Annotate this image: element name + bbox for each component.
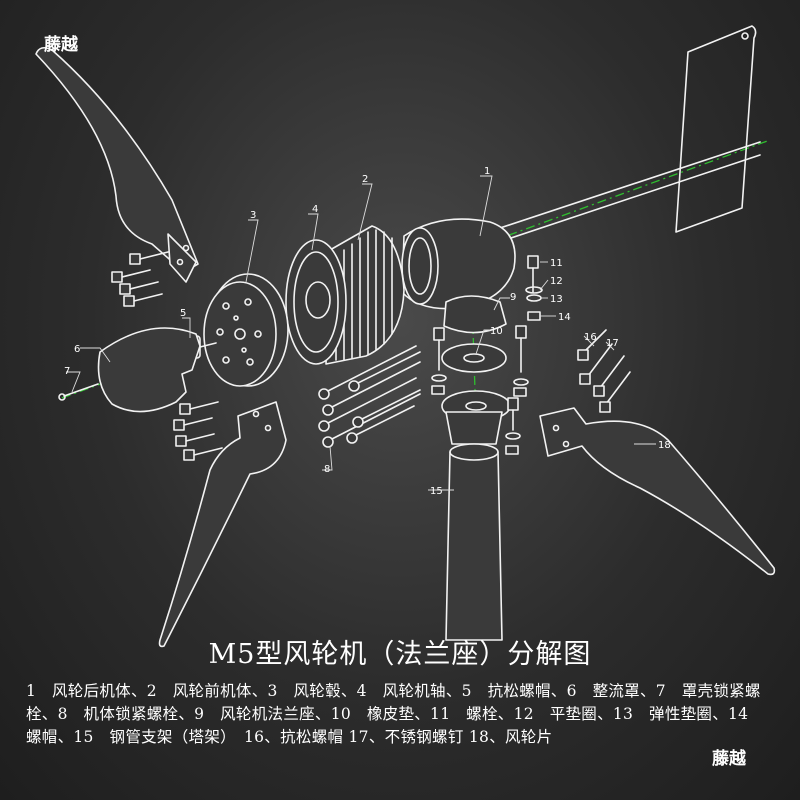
nose-cone: [97, 327, 201, 413]
callout-1: 1: [484, 166, 490, 177]
shaft-ring: [285, 239, 347, 365]
blade-right: [539, 407, 776, 576]
callout-5: 5: [180, 308, 186, 319]
blade-bolts-top: [111, 251, 169, 307]
callout-17: 17: [606, 338, 619, 349]
callout-11: 11: [550, 258, 563, 269]
callout-6: 6: [74, 344, 80, 355]
callout-7: 7: [64, 366, 70, 377]
leader-lines: [66, 175, 656, 491]
parts-legend: 1 风轮后机体、2 风轮前机体、3 风轮毂、4 风轮机轴、5 抗松螺帽、6 整流…: [26, 680, 778, 749]
callout-16: 16: [584, 332, 597, 343]
body-lock-bolts: [318, 345, 421, 448]
callout-14: 14: [558, 312, 571, 323]
tail-fin: [675, 25, 757, 233]
callout-18: 18: [658, 440, 671, 451]
diagram-title: M5型风轮机（法兰座）分解图: [208, 639, 592, 670]
callout-8: 8: [324, 464, 330, 475]
watermark-bottom: 藤越: [712, 749, 746, 769]
callout-4: 4: [312, 204, 318, 215]
callout-15: 15: [430, 486, 443, 497]
cover-bolt: [58, 383, 99, 401]
watermark-top: 藤越: [44, 35, 78, 55]
rear-body: [401, 218, 516, 310]
callout-13: 13: [550, 294, 563, 305]
hub-disk: [203, 273, 289, 387]
blade-top-left: [35, 46, 199, 283]
tower-tube: [445, 443, 503, 641]
tail-boom: [499, 141, 761, 229]
lock-nuts-and-screws: [577, 329, 631, 413]
center-axis-line: [61, 139, 771, 399]
callout-12: 12: [550, 276, 563, 287]
vertical-axis-line: [471, 299, 479, 481]
tail-boom-lower: [504, 154, 761, 241]
callout-labels: 1 2 3 4 5 6 7 8 9 10 11 12 13 14 15 16 1…: [64, 166, 671, 497]
callout-2: 2: [362, 174, 368, 185]
blade-bottom: [158, 401, 287, 648]
flange-seat: [441, 295, 511, 445]
blade-bolts-bottom: [173, 401, 223, 461]
tail-assembly: [499, 25, 761, 241]
callout-10: 10: [490, 326, 503, 337]
tail-fin-hole: [741, 32, 749, 40]
callout-3: 3: [250, 210, 256, 221]
legend-text: 1 风轮后机体、2 风轮前机体、3 风轮毂、4 风轮机轴、5 抗松螺帽、6 整流…: [26, 682, 765, 746]
callout-9: 9: [510, 292, 516, 303]
